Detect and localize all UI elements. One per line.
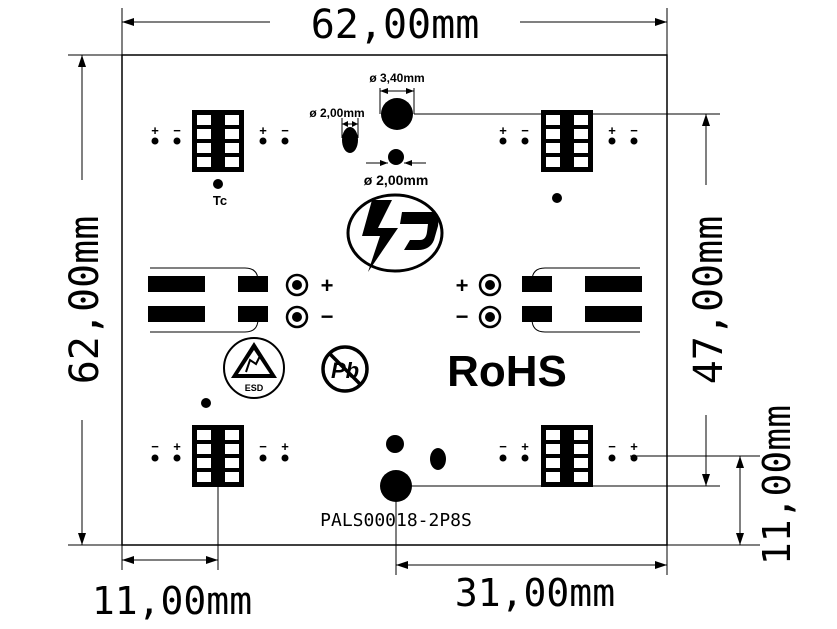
part-number: PALS00018-2P8S — [320, 510, 472, 531]
bottom-left-dimension: 11,00mm — [92, 470, 252, 623]
esd-symbol: ESD — [223, 337, 285, 399]
small-hole-top: ø 2,00mm — [309, 106, 365, 153]
large-hole-top: ø 3,40mm — [369, 71, 425, 130]
fiducial-dot-left — [201, 398, 211, 408]
svg-text:−: − — [521, 123, 529, 138]
dim-bottom-right: 31,00mm — [455, 571, 615, 615]
led-footprint-bottom-left: − + − + — [151, 425, 289, 487]
dim-top-width: 62,00mm — [311, 2, 480, 48]
bottom-small-hole — [386, 435, 404, 453]
connector-pads-right: + − — [456, 267, 642, 333]
svg-text:−: − — [499, 439, 507, 454]
svg-text:+: + — [259, 123, 267, 138]
tc-point — [213, 179, 223, 189]
dim-left-height: 62,00mm — [62, 216, 108, 385]
svg-text:−: − — [608, 439, 616, 454]
svg-text:+: + — [608, 123, 616, 138]
dim-bottom-left: 11,00mm — [92, 579, 252, 623]
dim-right-height: 47,00mm — [686, 216, 732, 385]
rohs-label: RoHS — [447, 347, 567, 396]
tc-label: Tc — [213, 193, 227, 208]
svg-text:+: + — [456, 273, 469, 298]
led-footprint-top-right: + − + − — [499, 110, 638, 172]
bottom-right-dimension: 31,00mm — [395, 490, 668, 615]
svg-text:−: − — [151, 439, 159, 454]
left-dimension: 62,00mm — [62, 54, 122, 546]
led-footprint-bottom-right: − + − + — [499, 425, 638, 487]
svg-text:+: + — [173, 439, 181, 454]
top-dimension: 62,00mm — [121, 2, 668, 55]
svg-text:−: − — [281, 123, 289, 138]
large-hole-label: ø 3,40mm — [369, 71, 424, 85]
connector-pads-left: + − — [148, 267, 334, 333]
svg-text:−: − — [456, 304, 469, 329]
svg-text:+: + — [630, 439, 638, 454]
fiducial-dot-right — [552, 193, 562, 203]
small-hole-mid: ø 2,00mm — [364, 149, 429, 188]
svg-text:−: − — [630, 123, 638, 138]
svg-text:−: − — [321, 304, 334, 329]
bottom-large-hole — [380, 470, 412, 502]
svg-text:+: + — [521, 439, 529, 454]
led-footprint-top-left: + − + − — [151, 110, 289, 172]
dim-right-offset: 11,00mm — [755, 405, 799, 565]
manufacturer-logo — [346, 193, 444, 273]
small-hole-mid-label: ø 2,00mm — [364, 172, 429, 188]
svg-text:+: + — [499, 123, 507, 138]
esd-label: ESD — [245, 383, 264, 393]
svg-text:+: + — [281, 439, 289, 454]
bottom-oval-hole — [430, 448, 446, 470]
small-hole-top-label: ø 2,00mm — [309, 106, 364, 120]
board-outline — [121, 54, 668, 546]
svg-text:−: − — [259, 439, 267, 454]
svg-text:−: − — [173, 123, 181, 138]
svg-text:+: + — [321, 273, 334, 298]
right-dimension-47: 47,00mm — [396, 113, 732, 487]
right-dimension-11: 11,00mm — [630, 405, 799, 565]
pb-free-symbol: Pb — [321, 345, 369, 393]
svg-text:+: + — [151, 123, 159, 138]
